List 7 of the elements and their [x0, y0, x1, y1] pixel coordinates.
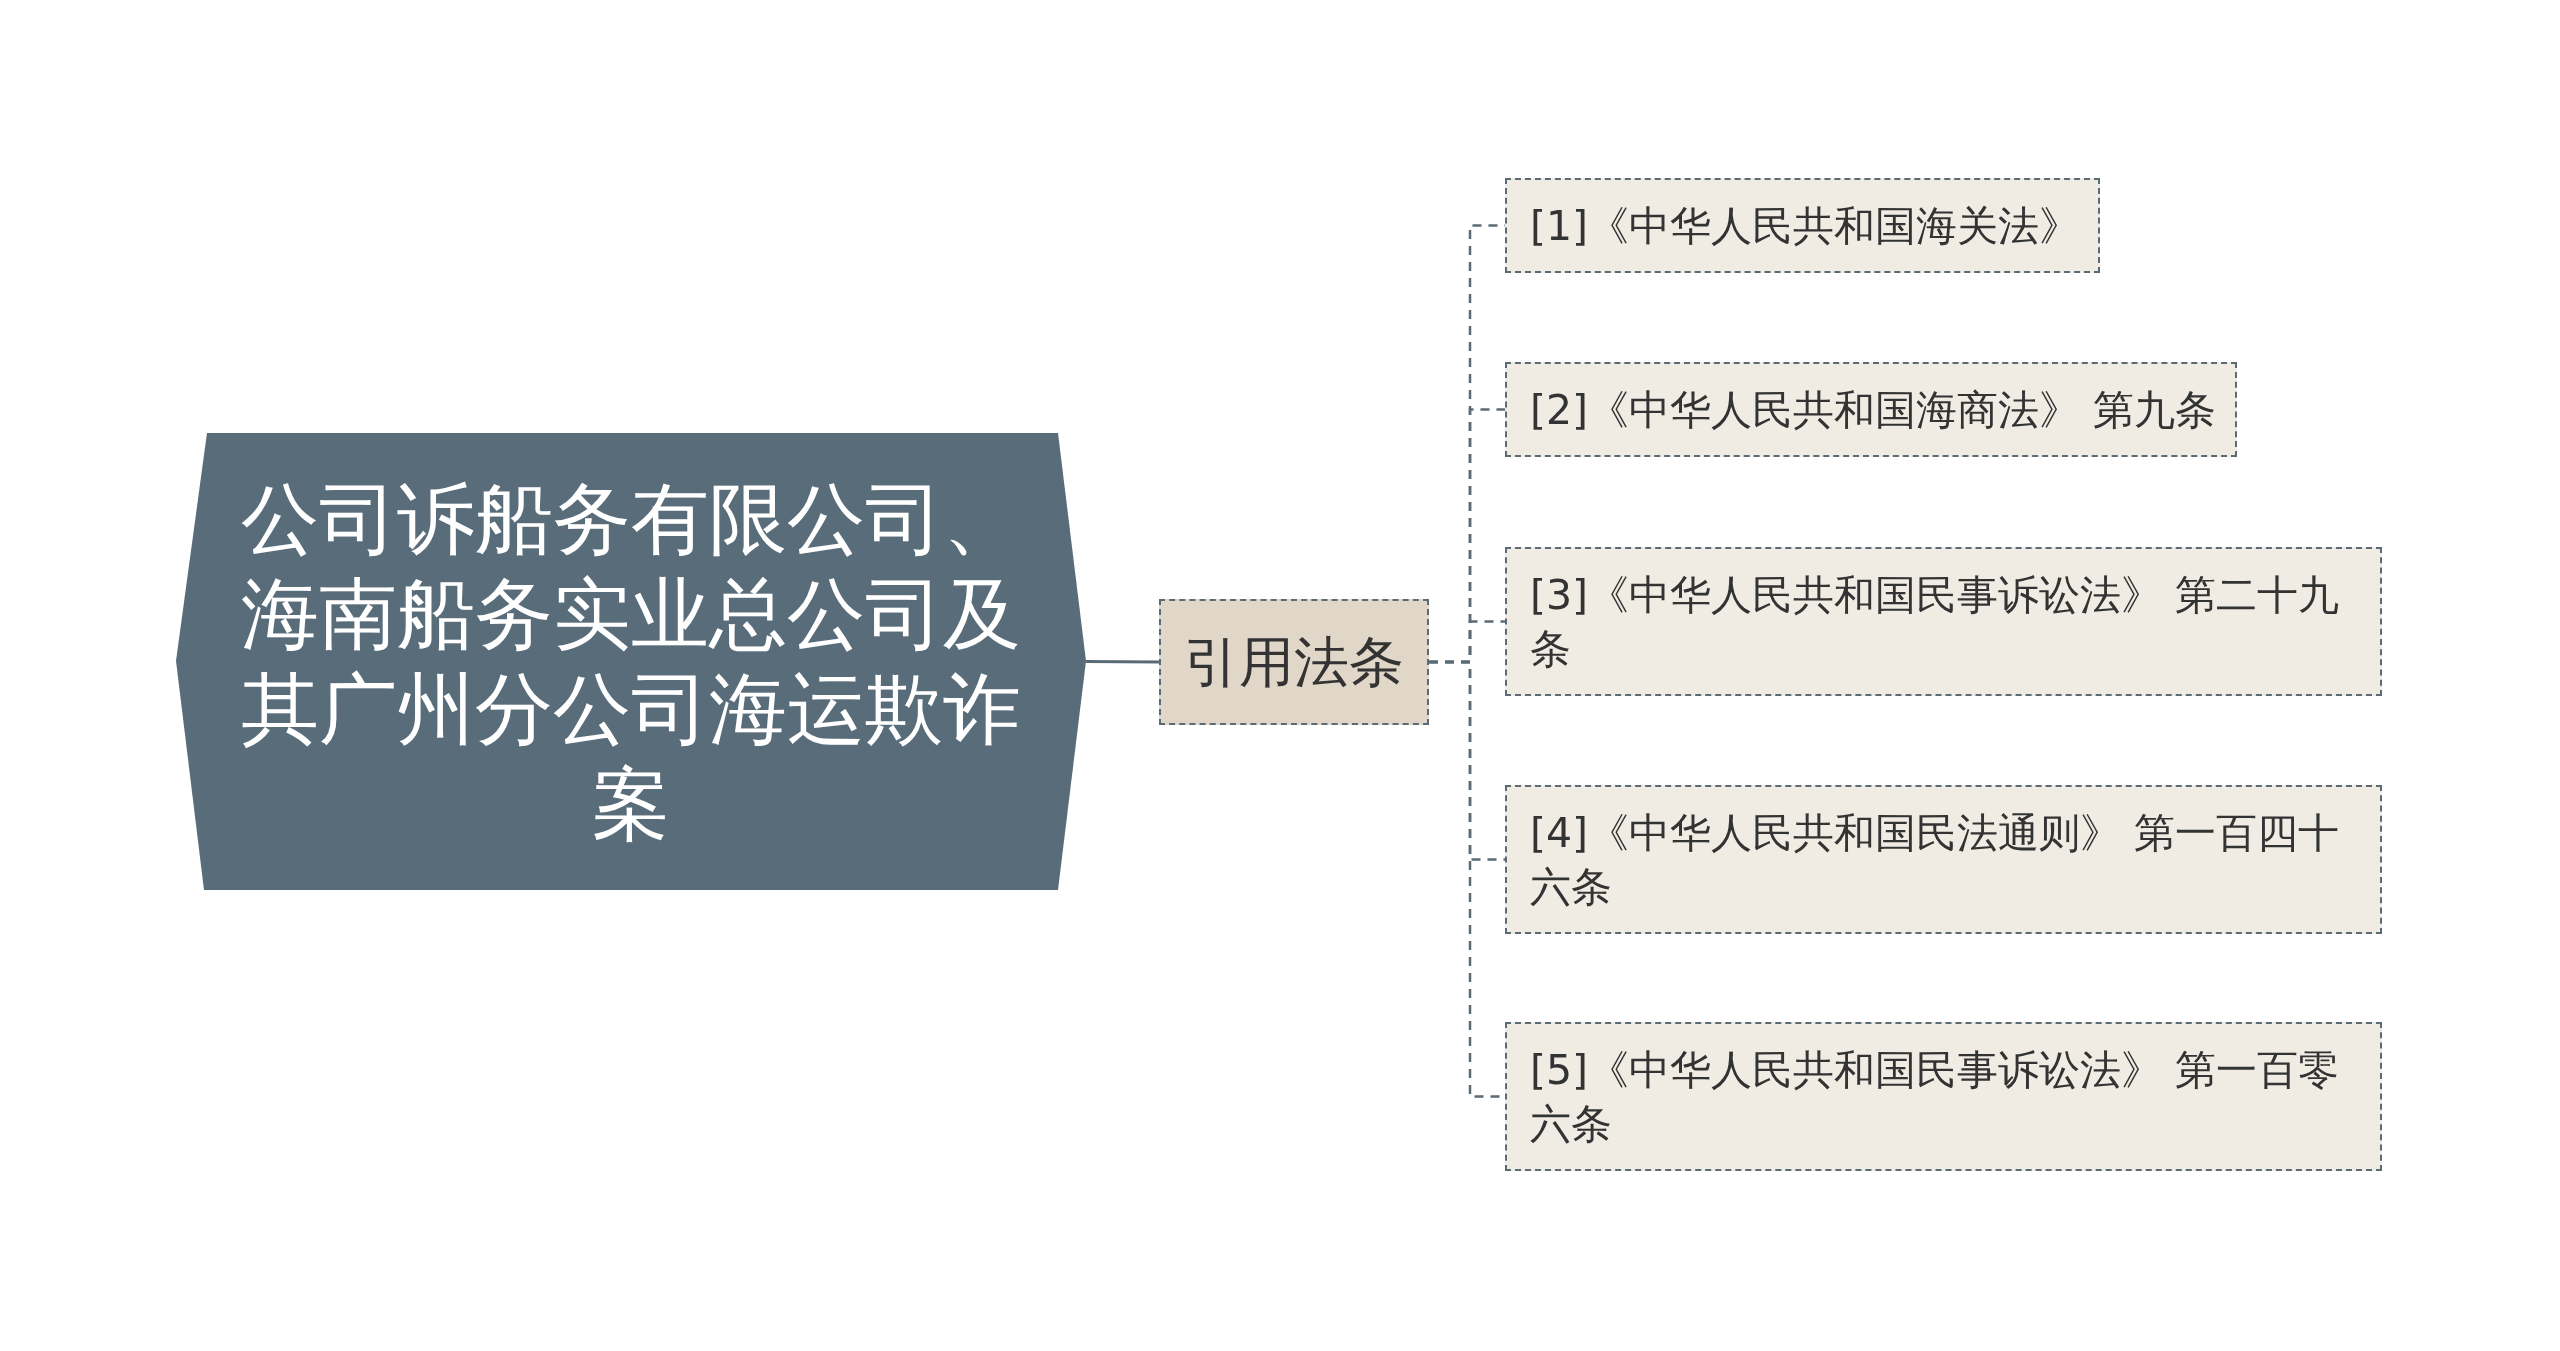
topic-box: 引用法条: [1159, 599, 1429, 725]
law-box: [1]《中华人民共和国海关法》: [1505, 178, 2100, 273]
law-box: [3]《中华人民共和国民事诉讼法》 第二十九条: [1505, 547, 2382, 696]
law-box: [2]《中华人民共和国海商法》 第九条: [1505, 362, 2237, 457]
law-box: [4]《中华人民共和国民法通则》 第一百四十六条: [1505, 785, 2382, 934]
law-box: [5]《中华人民共和国民事诉讼法》 第一百零六条: [1505, 1022, 2382, 1171]
connector-line: [1086, 660, 1159, 664]
